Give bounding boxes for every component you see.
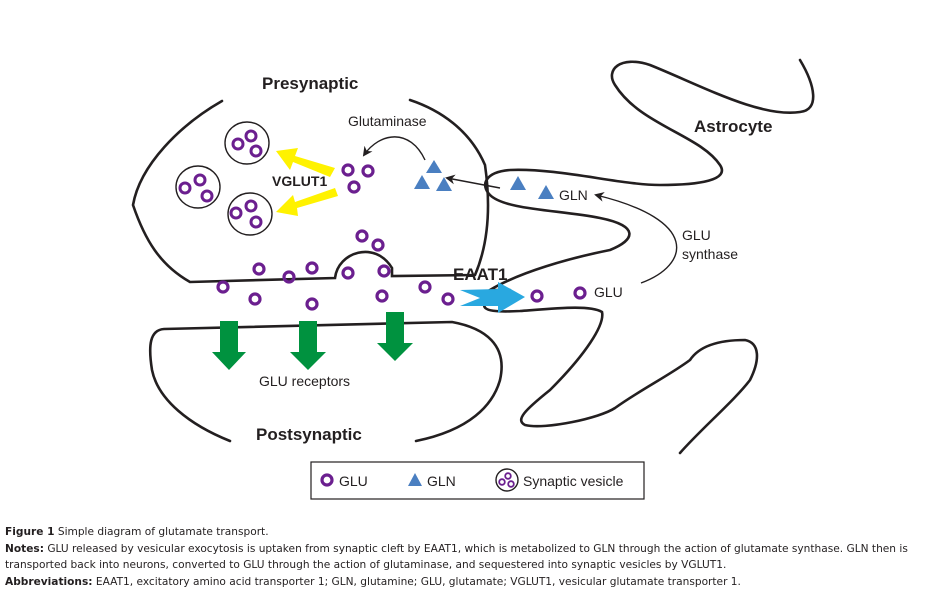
glu-molecule [248,292,262,306]
caption-notes-line2: transported back into neurons, converted… [5,557,950,574]
glu-molecule [573,286,587,300]
gln-molecule [538,185,554,199]
glu-molecule [341,266,355,280]
glu-ring-icon [320,473,334,487]
glu-synthase-label-line2: synthase [682,246,738,262]
glu-molecule [361,164,375,178]
gln-molecule [510,176,526,190]
notes-text-1: GLU released by vesicular exocytosis is … [47,542,908,555]
legend-label-gln: GLN [427,473,456,489]
glu-molecules [216,163,587,311]
presynaptic-label: Presynaptic [262,74,358,93]
glu-molecule [355,229,369,243]
gln-transport-arrow [445,174,501,189]
eaat1-arrow [460,282,525,313]
legend: GLU GLN Synaptic vesicle [310,461,645,500]
glu-molecule [371,238,385,252]
figure-label: Figure 1 [5,526,55,538]
figure-title: Simple diagram of glutamate transport. [57,526,269,538]
glu-molecule [216,280,230,294]
glu-label: GLU [594,284,623,300]
vglut1-arrow-lower [276,188,338,216]
gln-triangle-icon [408,473,422,486]
glu-molecule [305,261,319,275]
glu-molecule [530,289,544,303]
gln-label: GLN [559,187,588,203]
eaat1-label: EAAT1 [453,265,507,284]
gln-molecule [414,175,430,189]
caption-abbreviations-line: Abbreviations: EAAT1, excitatory amino a… [5,574,950,591]
glutamate-transport-diagram: Presynaptic Postsynaptic Astrocyte Gluta… [131,58,815,500]
glu-receptors-label: GLU receptors [259,373,350,389]
abbreviations-text: EAAT1, excitatory amino acid transporter… [95,575,741,588]
notes-label: Notes: [5,542,44,555]
figure-caption: Figure 1 Simple diagram of glutamate tra… [5,524,950,590]
postsynaptic-membrane [148,320,503,443]
glu-synthase-arrow [594,192,678,284]
synaptic-vesicle [227,192,273,236]
presynaptic-membrane [131,98,490,284]
receptor-arrow-1 [212,321,246,370]
glu-molecule [347,180,361,194]
glu-molecule [282,270,296,284]
abbreviations-label: Abbreviations: [5,575,93,588]
postsynaptic-label: Postsynaptic [256,425,362,444]
gln-molecules [414,160,554,199]
astrocyte-membrane [482,58,815,455]
glu-receptor-arrows [212,312,413,370]
synaptic-vesicle [175,165,221,209]
synaptic-vesicle-icon [495,468,519,492]
glu-molecule [305,297,319,311]
vglut1-label: VGLUT1 [272,173,327,189]
vglut1-arrow-upper [276,148,335,177]
gln-molecule [426,160,442,173]
glu-molecule [375,289,389,303]
legend-label-synaptic-vesicle: Synaptic vesicle [523,473,624,489]
caption-title-line: Figure 1 Simple diagram of glutamate tra… [5,524,950,541]
glu-molecule [377,264,391,278]
astrocyte-label: Astrocyte [694,117,772,136]
glu-molecule [252,262,266,276]
synaptic-vesicles [175,121,273,236]
legend-box [310,461,645,500]
gln-molecule [436,177,452,191]
notes-text-2: transported back into neurons, converted… [5,559,727,571]
glu-synthase-label-line1: GLU [682,227,711,243]
legend-label-glu: GLU [339,473,368,489]
glu-molecule [341,163,355,177]
glutaminase-label: Glutaminase [348,113,427,129]
glu-molecule [441,292,455,306]
caption-notes-line1: Notes: GLU released by vesicular exocyto… [5,541,950,558]
receptor-arrow-3 [377,312,413,361]
synaptic-vesicle [224,121,270,165]
glu-molecule [418,280,432,294]
glutaminase-arrow [362,136,426,161]
receptor-arrow-2 [290,321,326,370]
